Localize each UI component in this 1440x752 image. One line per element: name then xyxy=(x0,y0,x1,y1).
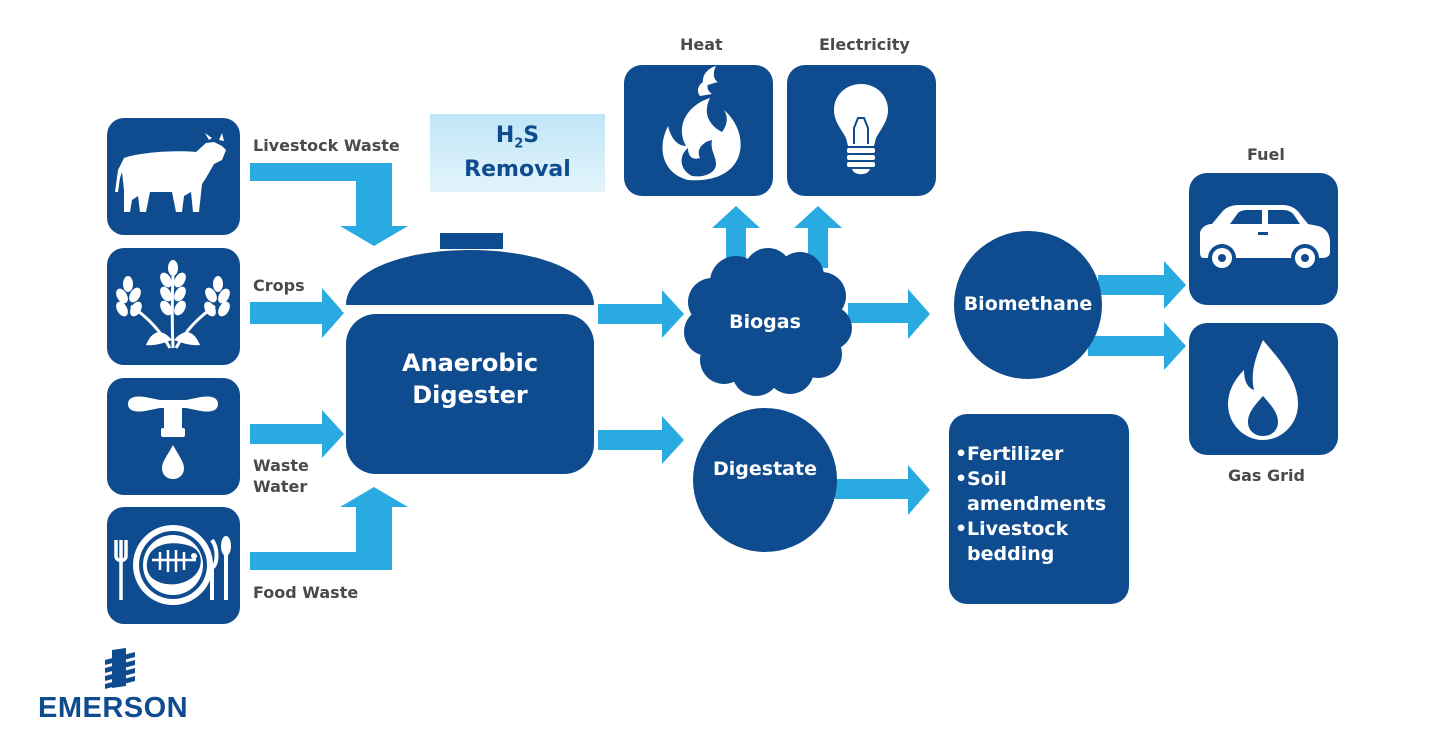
digestate-circle xyxy=(693,408,837,552)
digestate-label: Digestate xyxy=(713,458,817,480)
faucet-icon xyxy=(128,396,218,479)
arrow-livestock xyxy=(250,163,408,246)
arrow-food xyxy=(250,487,408,570)
arrow-to-digestate xyxy=(598,416,684,464)
biogas-label: Biogas xyxy=(729,311,801,333)
biomethane-circle xyxy=(954,231,1102,379)
label-gas-grid: Gas Grid xyxy=(1228,466,1305,485)
arrow-to-biogas xyxy=(598,290,684,338)
label-waste-water-2: Water xyxy=(253,477,308,496)
label-waste-water-1: Waste xyxy=(253,456,309,475)
label-livestock-waste: Livestock Waste xyxy=(253,136,400,155)
lightbulb-icon xyxy=(834,84,888,175)
arrow-to-fuel xyxy=(1098,261,1186,309)
biogas-cloud xyxy=(684,248,852,396)
wheat-icon xyxy=(116,260,230,349)
cow-icon xyxy=(115,133,226,212)
plate-icon xyxy=(114,525,231,605)
flame-icon xyxy=(662,66,741,181)
digester-lid-rim xyxy=(342,306,598,312)
label-heat: Heat xyxy=(680,35,723,54)
arrow-to-gas-grid xyxy=(1088,322,1186,370)
digester-body xyxy=(346,314,594,474)
use-fertilizer: •Fertilizer xyxy=(955,443,1064,465)
h2s-formula: H2S xyxy=(495,122,540,152)
arrow-to-heat xyxy=(712,206,760,268)
arrow-waste-water xyxy=(250,410,344,458)
h2s-removal-label: Removal xyxy=(464,157,571,183)
digester-pot xyxy=(342,233,598,474)
arrow-crops xyxy=(250,288,344,338)
arrow-to-biomethane xyxy=(848,289,930,339)
gas-flame-icon xyxy=(1228,340,1298,440)
emerson-logo-icon xyxy=(105,648,135,689)
arrow-to-uses xyxy=(835,465,930,515)
digester-handle xyxy=(440,233,503,249)
car-icon xyxy=(1200,205,1330,272)
label-crops: Crops xyxy=(253,276,305,295)
label-electricity: Electricity xyxy=(819,35,910,54)
arrow-to-electricity xyxy=(794,206,842,268)
arrows xyxy=(250,163,1186,570)
label-fuel: Fuel xyxy=(1247,145,1285,164)
biomethane-label: Biomethane xyxy=(963,293,1093,315)
digester-label: Anaerobic Digester xyxy=(401,349,539,409)
digester-lid xyxy=(346,250,594,305)
label-food-waste: Food Waste xyxy=(253,583,359,602)
emerson-logo-text: EMERSON xyxy=(38,692,189,724)
h2s-removal-box: H2S Removal xyxy=(430,114,605,192)
